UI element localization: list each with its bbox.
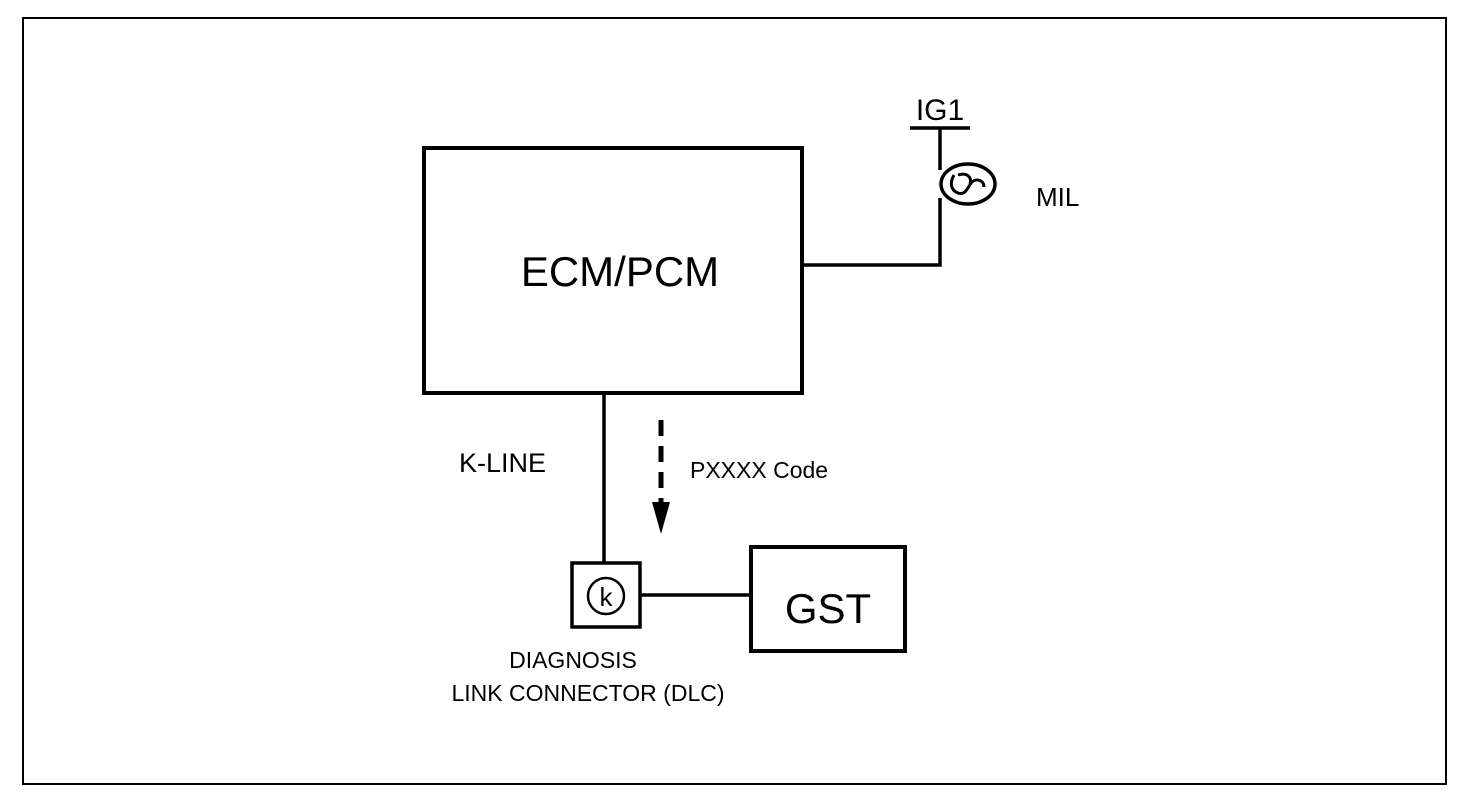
mil-wire — [802, 198, 942, 267]
code-arrow-icon — [652, 420, 670, 534]
dlc-k-icon — [586, 576, 626, 616]
ecm-pcm-box: ECM/PCM — [422, 146, 804, 395]
mil-lamp-icon — [939, 162, 997, 206]
dlc-symbol: k — [600, 582, 614, 612]
code-label: PXXXX Code — [690, 457, 828, 483]
mil-label: MIL — [1036, 182, 1079, 212]
dlc-connector: k — [570, 561, 642, 629]
dlc-label-line2: LINK CONNECTOR (DLC) — [451, 680, 724, 706]
gst-label: GST — [785, 585, 871, 632]
ig1-supply: IG1 — [910, 94, 970, 170]
diagram-frame — [22, 17, 1447, 785]
ig1-label: IG1 — [916, 94, 964, 127]
k-line-label: K-LINE — [459, 448, 546, 478]
ecm-pcm-label: ECM/PCM — [521, 248, 719, 295]
dlc-label-line1: DIAGNOSIS — [509, 647, 637, 673]
gst-box: GST — [749, 545, 907, 653]
